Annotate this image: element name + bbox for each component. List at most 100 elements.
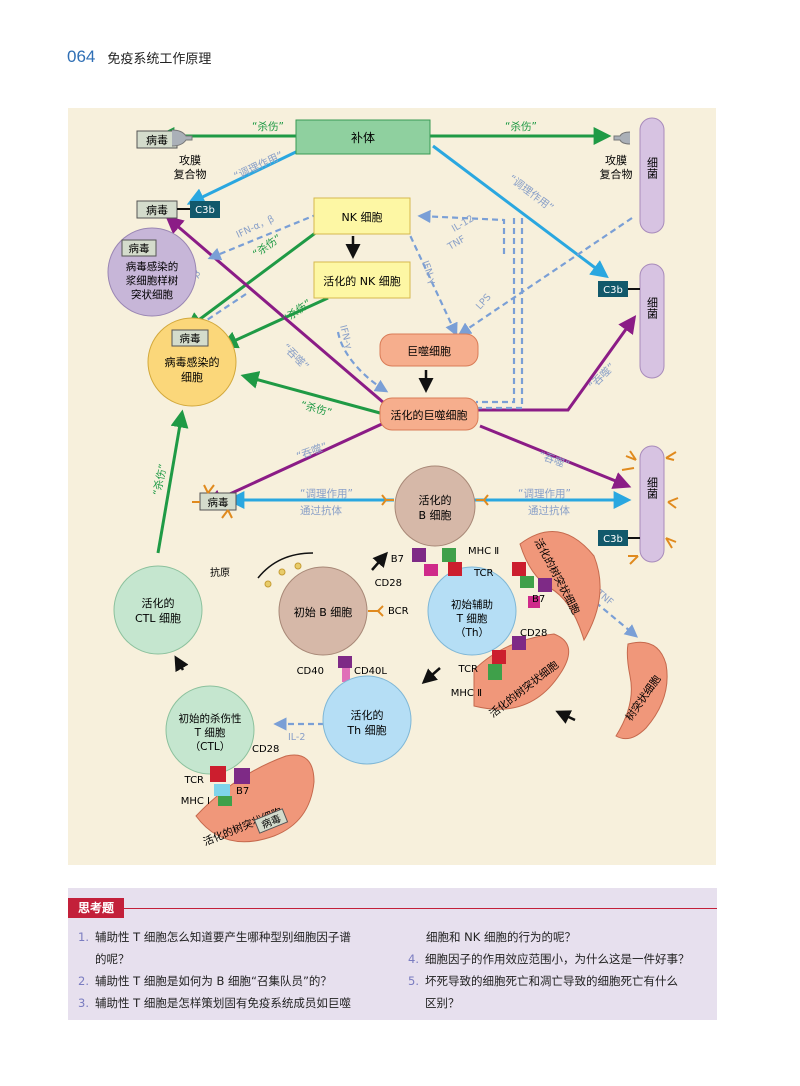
b7-label-3: B7 — [236, 786, 249, 797]
naive-ctl-label-2: T 细胞 — [194, 726, 226, 739]
kill-label-2: “杀伤” — [505, 120, 537, 133]
activated-ctl-cell: 活化的 CTL 细胞 — [113, 565, 203, 655]
antibody-virus-label: 病毒 — [208, 496, 229, 509]
activated-b-label-1: 活化的 — [419, 493, 452, 507]
tcr-label-3: TCR — [184, 775, 205, 786]
questions-divider — [68, 908, 717, 909]
engulf-label-1: “吞噬” — [280, 341, 312, 373]
lps-label: LPS — [474, 292, 494, 312]
bacteria-label-2: 细菌 — [646, 297, 659, 320]
question-3-number: 3. — [78, 996, 89, 1010]
activated-nk-box — [313, 261, 411, 299]
tcr-label-1: TCR — [473, 568, 494, 579]
bacteria-label-1: 细菌 — [646, 157, 659, 180]
engulf-label-3: “吞噬” — [295, 440, 329, 463]
mhc1-label: MHC Ⅰ — [181, 796, 210, 807]
kill-label-6: “杀伤” — [150, 463, 169, 497]
naive-helper-label-3: （Th） — [455, 627, 489, 639]
cd28-label-3: CD28 — [252, 744, 279, 755]
question-5-line-1: 坏死导致的细胞死亡和凋亡导致的细胞死亡有什么 — [424, 974, 678, 988]
nk-cell-label: NK 细胞 — [342, 211, 383, 224]
b7-label-1: B7 — [391, 554, 404, 565]
naive-ctl-label-1: 初始的杀伤性 — [179, 712, 242, 725]
naive-helper-label-1: 初始辅助 — [451, 598, 493, 611]
kill-label-4: “杀伤” — [280, 297, 314, 326]
pdc-label-1: 病毒感染的 — [126, 260, 179, 273]
question-2: 2. 辅助性 T 细胞是如何为 B 细胞“召集队员”的？ — [78, 970, 398, 992]
question-4-number: 4. — [408, 952, 419, 966]
bacteria-top: 细菌 攻膜 复合物 — [600, 117, 665, 234]
macrophage-label: 巨噬细胞 — [407, 344, 451, 358]
page-number: 064 — [67, 47, 96, 66]
b7-label-2: B7 — [532, 594, 545, 605]
naive-helper-label-2: T 细胞 — [456, 612, 488, 625]
mac-left: 病毒 攻膜 复合物 — [136, 129, 207, 181]
bcr-label: BCR — [388, 606, 409, 617]
question-3-line-2: 细胞和 NK 细胞的行为的呢？ — [426, 930, 576, 944]
infected-cell-virus-label: 病毒 — [180, 332, 201, 345]
activated-dc-upper: 活化的树突状细胞 — [512, 531, 601, 642]
activated-b-cell: 活化的 B 细胞 — [381, 465, 489, 547]
cd40l-label: CD40L — [354, 666, 387, 677]
activated-macrophage-box — [379, 397, 479, 431]
naive-ctl-cell: 初始的杀伤性 T 细胞 （CTL） — [165, 685, 255, 775]
naive-b-cell: 初始 B 细胞 — [257, 552, 384, 656]
infected-cell-label-2: 细胞 — [181, 371, 203, 384]
cd28-label-2: CD28 — [520, 628, 547, 639]
mhc2-label-2: MHC Ⅱ — [451, 688, 482, 699]
pdc-virus-label: 病毒 — [129, 242, 150, 255]
question-4: 4. 细胞因子的作用效应范围小，为什么这是一件好事？ — [408, 948, 713, 970]
ifn-g-label-1: IFN-γ — [419, 259, 438, 286]
questions-box: 思考题 1.辅助性 T 细胞怎么知道要产生哪种型别细胞因子谱 的呢？ 2.辅助性… — [68, 888, 717, 1020]
infected-cell-label-1: 病毒感染的 — [165, 355, 220, 369]
opsonize-label-1: “调理作用” — [232, 149, 285, 182]
ctl-receptor-labels: CD28 TCR B7 MHC Ⅰ — [181, 744, 280, 807]
question-3: 3. 辅助性 T 细胞是怎样策划固有免疫系统成员如巨噬 — [78, 992, 398, 1014]
activated-th-label-2: Th 细胞 — [346, 724, 386, 737]
c3b-label-1: C3b — [195, 205, 215, 216]
cd28-label-1: CD28 — [375, 578, 402, 589]
activated-nk-label: 活化的 NK 细胞 — [323, 274, 400, 288]
c3b-label-3: C3b — [603, 534, 623, 545]
infected-pdc: 病毒 病毒感染的 浆细胞样树 突状细胞 — [107, 227, 197, 317]
engulf-label-4: “吞噬” — [537, 449, 571, 472]
cd40-label: CD40 — [297, 666, 324, 677]
virus-c3b: 病毒 C3b — [136, 200, 220, 219]
opsonize-label-3: “调理作用” — [300, 488, 353, 500]
infected-dc-bottom: 活化的树突状细胞 病毒 — [195, 754, 315, 849]
mac-label-right-1: 攻膜 — [605, 153, 627, 167]
question-1: 1.辅助性 T 细胞怎么知道要产生哪种型别细胞因子谱 的呢？ — [78, 926, 378, 970]
dendritic-cell: 树突状细胞 — [615, 641, 668, 740]
question-1-number: 1. — [78, 930, 89, 944]
black-sequence-arrows — [174, 236, 576, 724]
question-3-line-1: 辅助性 T 细胞是怎样策划固有免疫系统成员如巨噬 — [94, 996, 351, 1010]
kill-label-1: “杀伤” — [252, 120, 284, 133]
question-2-number: 2. — [78, 974, 89, 988]
question-1-line-1: 辅助性 T 细胞怎么知道要产生哪种型别细胞因子谱 — [94, 930, 351, 944]
question-5: 5.坏死导致的细胞死亡和凋亡导致的细胞死亡有什么 区别？ — [408, 970, 713, 1014]
tnf-label-1: TNF — [445, 234, 467, 253]
activated-th-cell: 活化的 Th 细胞 — [322, 675, 412, 765]
receptor-labels: B7 MHC Ⅱ TCR CD28 B7 CD28 TCR MHC Ⅱ 抗原 B… — [210, 546, 547, 699]
complement-box — [295, 119, 431, 155]
naive-b-label: 初始 B 细胞 — [294, 605, 353, 619]
virus-antibody: 病毒 — [192, 484, 237, 519]
via-antibody-label-1: 通过抗体 — [300, 504, 342, 517]
tcr-label-2: TCR — [458, 664, 479, 675]
antigen-label: 抗原 — [210, 566, 230, 579]
virus-infected-cell: 病毒 病毒感染的 细胞 — [147, 317, 237, 407]
virus-label-c3b: 病毒 — [146, 203, 168, 217]
activated-th-label-1: 活化的 — [351, 708, 384, 722]
macrophage-box — [379, 333, 479, 367]
question-3-continued: 细胞和 NK 细胞的行为的呢？ — [426, 926, 716, 948]
c3b-label-2: C3b — [603, 285, 623, 296]
complement-label: 补体 — [351, 131, 375, 145]
question-4-line-1: 细胞因子的作用效应范围小，为什么这是一件好事？ — [424, 952, 690, 966]
opsonize-label-4: “调理作用” — [518, 488, 571, 500]
virus-label-mac: 病毒 — [146, 133, 168, 147]
bacteria-bottom: 细菌 C3b — [598, 445, 679, 565]
question-2-line-1: 辅助性 T 细胞是如何为 B 细胞“召集队员”的？ — [94, 974, 332, 988]
activated-macrophage-label: 活化的巨噬细胞 — [391, 408, 468, 422]
bacteria-label-3: 细菌 — [646, 477, 659, 500]
green-kill-arrows — [156, 127, 612, 554]
